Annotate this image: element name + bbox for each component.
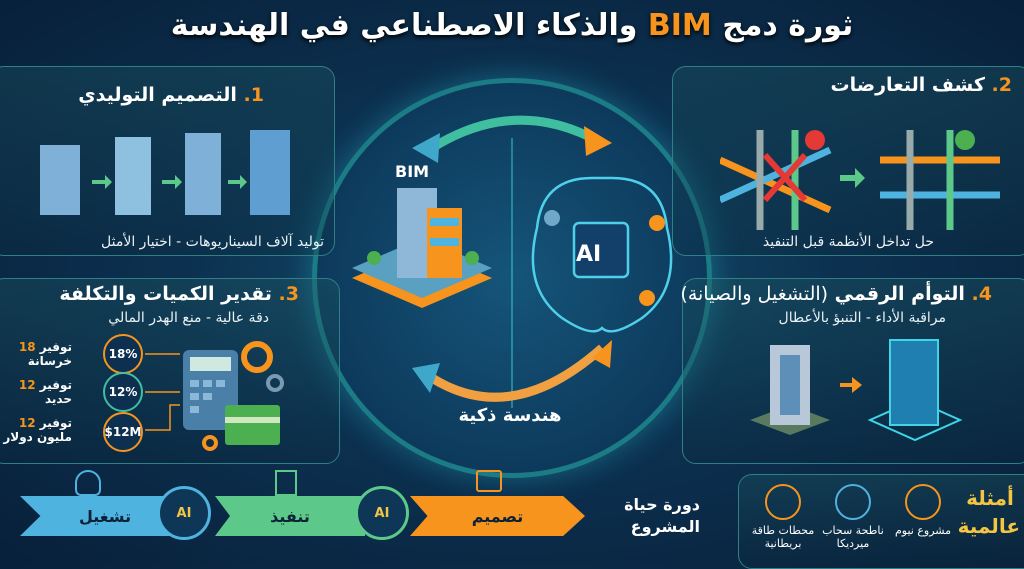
badge-concrete: 18%: [103, 334, 143, 374]
cycle-arrow-bottom: [429, 344, 605, 402]
badge-steel: 12%: [103, 372, 143, 412]
skyscraper-icon: [835, 484, 871, 520]
panel-4-subtitle: مراقبة الأداء - التنبؤ بالأعطال: [778, 310, 946, 326]
panel-3-title: 3. تقدير الكميات والتكلفة: [59, 283, 299, 305]
building-variants-icon: [40, 130, 290, 215]
bim-building-icon: [352, 188, 492, 308]
example-merdeka: ناطحة سحاب ميرديكا: [818, 484, 888, 550]
panel-4-title: 4. التوأم الرقمي (التشغيل والصيانة): [680, 283, 992, 305]
construction-icon: [275, 470, 297, 496]
ai-badge-2: AI: [355, 486, 409, 540]
panel-1-subtitle: توليد آلاف السيناريوهات - اختيار الأمثل: [101, 234, 324, 250]
badge-money: $12M: [103, 412, 143, 452]
operator-icon: [75, 470, 101, 496]
bim-label: BIM: [395, 162, 430, 181]
power-plant-icon: [765, 484, 801, 520]
stage-design: تصميم: [410, 496, 585, 536]
ai-badge-1: AI: [157, 486, 211, 540]
cycle-arrow-top: [429, 115, 595, 152]
panel-digital-twin: [682, 278, 1024, 464]
panel-3-subtitle: دقة عالية - منع الهدر المالي: [108, 310, 269, 326]
clash-pipes-icon: [720, 130, 1000, 230]
center-illustration: [352, 115, 673, 408]
panel-quantity-cost: [0, 278, 340, 464]
digital-twin-icon: [750, 339, 963, 442]
mountain-icon: [905, 484, 941, 520]
calculator-money-icon: [145, 341, 284, 451]
panel-1-title: 1. التصميم التوليدي: [78, 84, 264, 106]
design-icon: [476, 470, 502, 492]
panel-2-subtitle: حل تداخل الأنظمة قبل التنفيذ: [762, 234, 934, 250]
example-neom: مشروع نيوم: [888, 484, 958, 537]
example-uk-power: محطات طاقة بريطانية: [748, 484, 818, 550]
lifecycle-title: دورة حياة المشروع: [624, 495, 700, 536]
stage-construction: تنفيذ: [215, 496, 365, 536]
ai-label: AI: [576, 242, 602, 267]
page-title: ثورة دمج BIM والذكاء الاصطناعي في الهندس…: [170, 8, 854, 43]
panel-2-title: 2. كشف التعارضات: [830, 74, 1013, 96]
examples-title: أمثلة عالمية: [957, 486, 1020, 538]
center-caption: هندسة ذكية: [458, 405, 562, 426]
ai-brain-icon: [531, 176, 673, 333]
